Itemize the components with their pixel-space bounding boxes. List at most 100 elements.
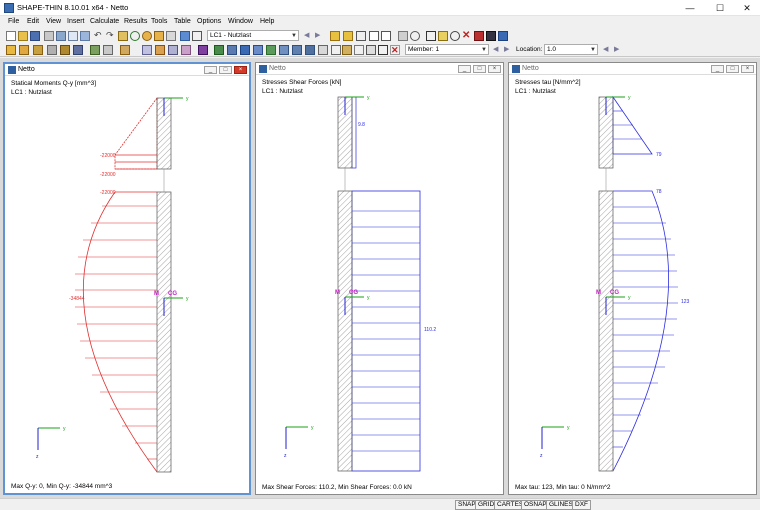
point-icon[interactable] (33, 45, 43, 55)
plot-footer: Max Q-y: 0, Min Q-y: -34844 mm^3 (11, 483, 113, 490)
dimension-icon[interactable] (73, 45, 83, 55)
maximize-icon[interactable]: ☐ (715, 3, 725, 13)
window-minimize-icon[interactable]: _ (204, 66, 217, 74)
show-results-icon[interactable] (330, 31, 340, 41)
show-nodes-icon[interactable] (279, 45, 289, 55)
hatch-icon[interactable] (369, 31, 379, 41)
menu-table[interactable]: Table (174, 18, 191, 25)
zoom-icon[interactable] (130, 31, 140, 41)
settings-icon[interactable] (410, 31, 420, 41)
arc-icon[interactable] (47, 45, 57, 55)
join-icon[interactable] (168, 45, 178, 55)
view-x-icon[interactable] (214, 45, 224, 55)
new-icon[interactable] (6, 31, 16, 41)
show-hatch-icon[interactable] (318, 45, 328, 55)
loadcase-select[interactable]: LC1 - Nutzlast▼ (207, 30, 299, 41)
next-member-icon[interactable]: ▶ (504, 46, 510, 53)
pencil-icon[interactable] (118, 31, 128, 41)
move-icon[interactable] (90, 45, 100, 55)
wireframe-icon[interactable] (366, 45, 376, 55)
select-icon[interactable] (6, 45, 16, 55)
menu-results[interactable]: Results (124, 18, 148, 25)
section-icon[interactable] (154, 31, 164, 41)
node-icon[interactable] (450, 31, 460, 41)
element-icon[interactable] (438, 31, 448, 41)
prev-member-icon[interactable]: ◀ (493, 46, 499, 53)
tau-stress-diagram[interactable]: 79 78 123 y y M CG y z (509, 75, 756, 494)
open-icon[interactable] (18, 31, 28, 41)
save-icon[interactable] (30, 31, 40, 41)
prev-loadcase-icon[interactable]: ◀ (304, 32, 310, 39)
window-restore-icon[interactable]: □ (219, 66, 232, 74)
show-elements-icon[interactable] (292, 45, 302, 55)
view-icon[interactable] (192, 31, 202, 41)
view-z-icon[interactable] (240, 45, 250, 55)
window-close-icon[interactable]: × (488, 65, 501, 73)
window-restore-icon[interactable]: □ (473, 65, 486, 73)
rotate-icon[interactable] (498, 31, 508, 41)
member-icon[interactable] (426, 31, 436, 41)
show-sections-icon[interactable] (266, 45, 276, 55)
redo-icon[interactable]: ↷ (106, 30, 114, 40)
menu-window[interactable]: Window (228, 18, 253, 25)
clear-icon[interactable]: ✕ (390, 45, 400, 55)
results-icon[interactable] (180, 31, 190, 41)
result-window-tau-stresses[interactable]: Netto _ □ × (508, 62, 757, 495)
close-icon[interactable]: ✕ (743, 3, 751, 13)
angle-icon[interactable] (60, 45, 70, 55)
location-select[interactable]: 1.0▼ (544, 44, 598, 55)
render-icon[interactable] (398, 31, 408, 41)
page-icon[interactable] (68, 31, 78, 41)
prev-location-icon[interactable]: ◀ (603, 46, 609, 53)
line-icon[interactable] (19, 45, 29, 55)
menu-tools[interactable]: Tools (151, 18, 168, 25)
dimension-text-icon[interactable] (198, 45, 208, 55)
measure-icon[interactable] (120, 45, 130, 55)
diagram-icon[interactable] (356, 31, 366, 41)
grid-icon[interactable] (381, 31, 391, 41)
section-cut-icon[interactable] (181, 45, 191, 55)
window-close-icon[interactable]: × (234, 66, 247, 74)
statical-moment-diagram[interactable]: -22000 -22000 -22000 -34844 y y M CG y z (5, 76, 249, 493)
view-y-icon[interactable] (227, 45, 237, 55)
menu-view[interactable]: View (46, 18, 62, 25)
preview-icon[interactable] (56, 31, 66, 41)
menu-options[interactable]: Options (197, 18, 222, 25)
shear-force-diagram[interactable]: 9.8 110.2 y y M CG y z (256, 75, 503, 494)
transparent-icon[interactable] (354, 45, 364, 55)
mirror-icon[interactable] (142, 45, 152, 55)
menu-help[interactable]: Help (260, 18, 275, 25)
delete-icon[interactable]: ✕ (462, 30, 471, 41)
window-close-icon[interactable]: × (741, 65, 754, 73)
divide-icon[interactable] (155, 45, 165, 55)
result-window-shear-forces[interactable]: Netto _ □ × (255, 62, 504, 495)
window-minimize-icon[interactable]: _ (711, 65, 724, 73)
menu-file[interactable]: File (8, 18, 20, 25)
print-icon[interactable] (44, 31, 54, 41)
cog-icon[interactable] (142, 31, 152, 41)
camera-icon[interactable] (486, 31, 496, 41)
next-loadcase-icon[interactable]: ▶ (315, 32, 321, 39)
result-values-icon[interactable] (343, 31, 353, 41)
window-minimize-icon[interactable]: _ (458, 65, 471, 73)
status-dxf-button[interactable]: DXF (572, 500, 591, 510)
menu-edit[interactable]: Edit (27, 18, 40, 25)
undo-icon[interactable]: ↶ (94, 30, 102, 40)
window-header: Netto _ □ × (256, 63, 503, 75)
window-restore-icon[interactable]: □ (726, 65, 739, 73)
copy-icon[interactable] (103, 45, 113, 55)
calc-icon[interactable] (166, 31, 176, 41)
member-select[interactable]: Member: 1▼ (405, 44, 489, 55)
result-window-statical-moments[interactable]: Netto _ □ × (3, 62, 251, 495)
next-location-icon[interactable]: ▶ (614, 46, 620, 53)
menu-insert[interactable]: Insert (67, 18, 85, 25)
show-text-icon[interactable] (331, 45, 341, 55)
show-loads-icon[interactable] (305, 45, 315, 55)
minimize-icon[interactable]: — (685, 3, 695, 13)
filter-icon[interactable] (474, 31, 484, 41)
table-icon[interactable] (80, 31, 90, 41)
label-icon[interactable] (342, 45, 352, 55)
menu-calculate[interactable]: Calculate (90, 18, 120, 25)
frame-icon[interactable] (378, 45, 388, 55)
view-iso-icon[interactable] (253, 45, 263, 55)
